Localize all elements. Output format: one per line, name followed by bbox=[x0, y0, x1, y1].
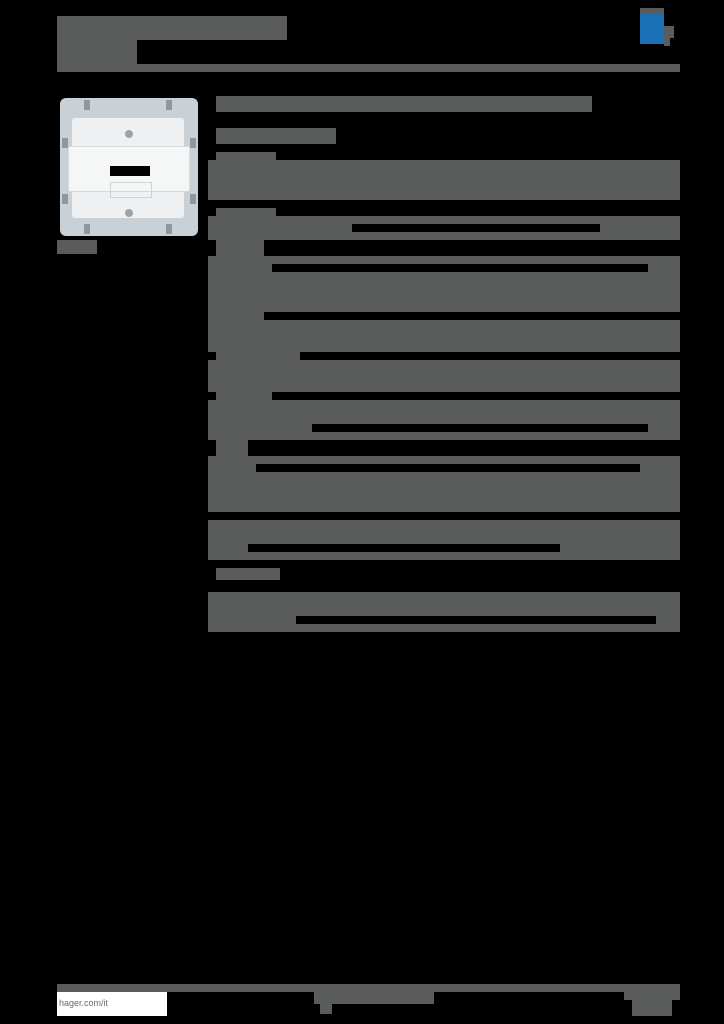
product-title-redaction bbox=[216, 96, 592, 112]
section-heading bbox=[208, 312, 264, 320]
section-body bbox=[208, 160, 680, 200]
header-rule bbox=[57, 64, 680, 72]
screw-icon bbox=[125, 209, 133, 217]
section-body bbox=[208, 320, 680, 352]
website-link-text[interactable]: hager.com/it bbox=[59, 998, 109, 1008]
section-body bbox=[208, 360, 680, 392]
section-heading bbox=[216, 568, 280, 580]
section-heading bbox=[216, 208, 276, 218]
header-subtitle-redaction bbox=[57, 46, 137, 64]
screw-icon bbox=[125, 130, 133, 138]
section-body bbox=[208, 400, 680, 440]
product-image bbox=[60, 98, 198, 236]
footer-page-redaction bbox=[624, 984, 680, 1000]
image-caption-redaction bbox=[57, 240, 97, 254]
website-link[interactable]: hager.com/it bbox=[57, 992, 167, 1016]
footer-rule bbox=[57, 984, 680, 992]
section-heading bbox=[216, 392, 272, 400]
section-heading bbox=[216, 352, 300, 360]
section-body bbox=[208, 520, 680, 560]
header-title-redaction bbox=[137, 16, 287, 40]
data-port-slot bbox=[110, 166, 150, 176]
section-body bbox=[208, 592, 680, 632]
hager-logo-icon bbox=[640, 8, 674, 46]
product-subtitle-redaction bbox=[216, 128, 336, 144]
section-heading bbox=[216, 440, 248, 456]
footer-center-redaction bbox=[314, 992, 434, 1004]
section-heading bbox=[216, 152, 276, 160]
header-title-redaction bbox=[57, 16, 137, 46]
